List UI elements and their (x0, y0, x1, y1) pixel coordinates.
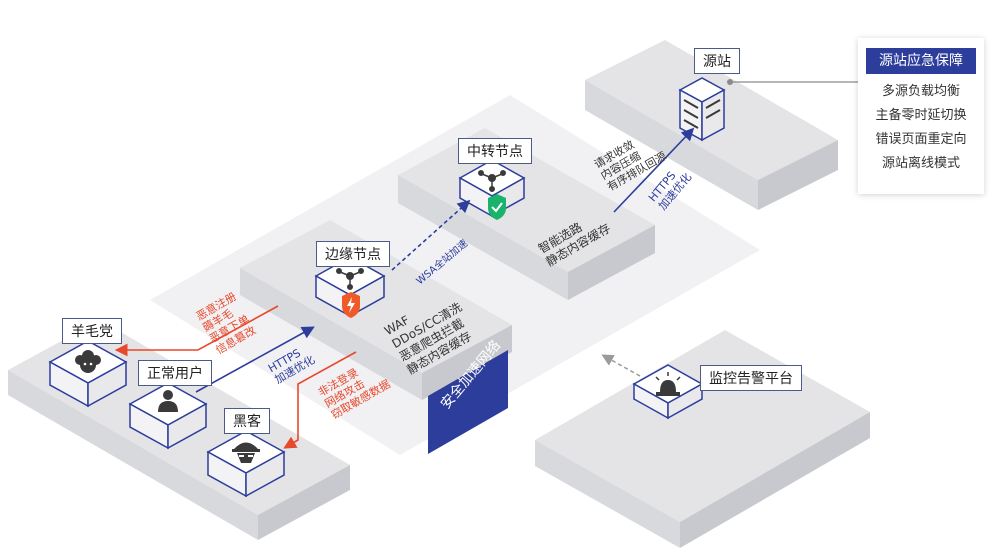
source-node-label: 源站 (694, 48, 740, 74)
relay-platform (398, 128, 655, 300)
arrow-sheep-blocked (114, 305, 279, 357)
legend-connector-dot (727, 79, 733, 85)
hacker-node-label: 黑客 (224, 408, 270, 434)
arrow-user-to-edge (195, 326, 315, 393)
arrow-monitor-link (601, 354, 641, 377)
legend-item: 错误页面重定向 (875, 132, 967, 147)
legend-item: 主备零时延切换 (875, 108, 967, 123)
sheep-node-label: 羊毛党 (62, 318, 122, 344)
hacker-icon (232, 442, 260, 463)
arrow-edge-to-relay (391, 199, 471, 271)
origin-emergency-legend: 源站应急保障 多源负载均衡 主备零时延切换 错误页面重定向 源站离线模式 (858, 38, 984, 194)
relay-node-label: 中转节点 (458, 138, 532, 164)
network-hub-icon (336, 268, 364, 290)
arrow-relay-to-origin (613, 127, 695, 213)
shield-check-icon (488, 194, 506, 220)
shield-lightning-icon (342, 292, 360, 318)
sheep-icon (75, 350, 101, 373)
alarm-siren-icon (655, 372, 681, 396)
legend-title: 源站应急保障 (866, 48, 976, 74)
server-icon (678, 77, 726, 142)
relay-cube (458, 159, 526, 218)
monitor-platform (535, 330, 870, 548)
edge-node-label: 边缘节点 (316, 241, 390, 267)
network-label-banner (428, 350, 508, 454)
network-zone (150, 95, 760, 455)
monitor-node-label: 监控告警平台 (700, 365, 802, 391)
user-icon (158, 390, 178, 412)
network-hub-icon (478, 170, 506, 192)
arrow-hacker-blocked (283, 351, 357, 449)
legend-item: 多源负载均衡 (881, 84, 960, 99)
legend-item: 源站离线模式 (881, 156, 960, 171)
normal-user-node-label: 正常用户 (138, 360, 212, 386)
